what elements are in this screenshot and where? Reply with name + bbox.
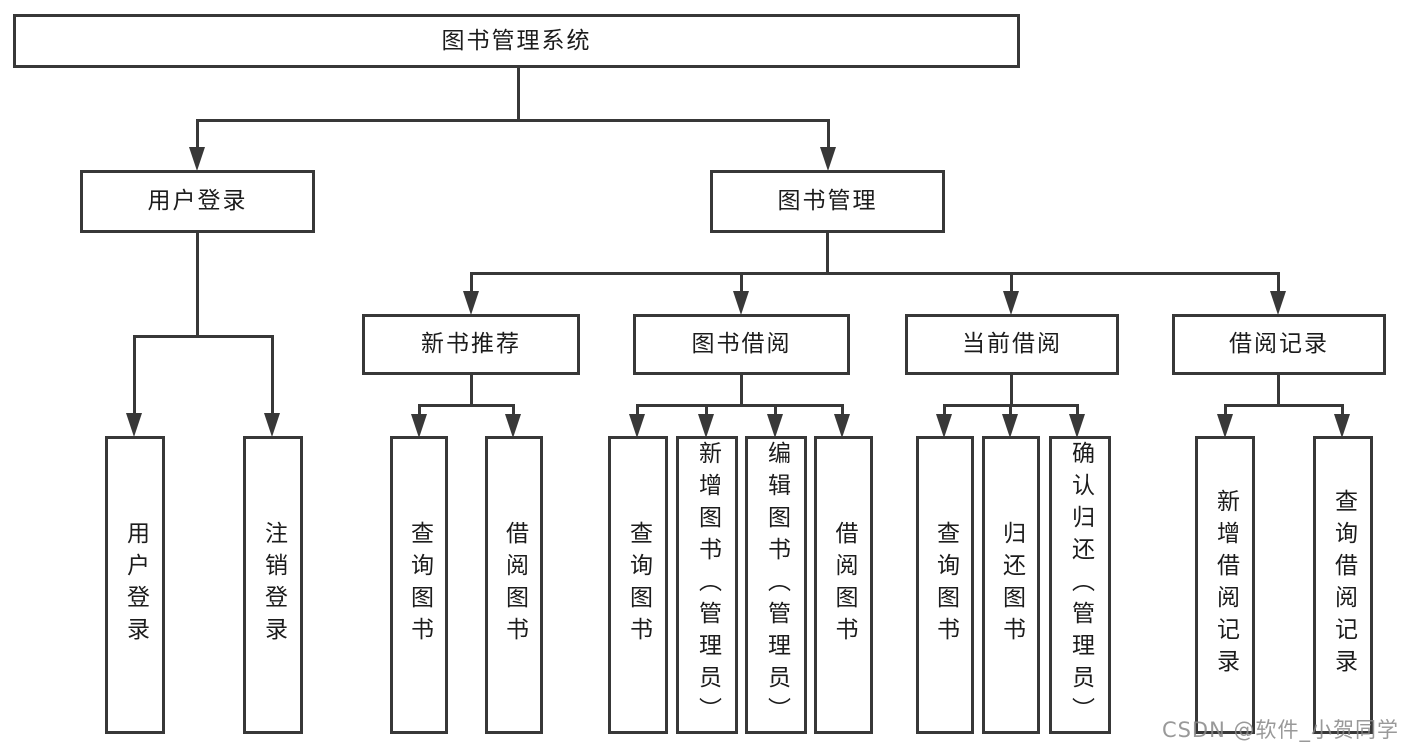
leaf-edit-book-admin: 编辑图书（管理员） xyxy=(745,436,807,734)
connector-line xyxy=(740,272,743,294)
connector-line xyxy=(196,119,830,122)
arrow-down-icon xyxy=(698,414,714,438)
connector-line xyxy=(705,404,708,418)
node-label: 新增图书（管理员） xyxy=(694,441,721,729)
node-book-management: 图书管理 xyxy=(710,170,945,233)
node-label: 归还图书 xyxy=(998,521,1025,649)
arrow-down-icon xyxy=(834,414,850,438)
node-label: 图书管理 xyxy=(777,188,878,214)
arrow-down-icon xyxy=(1334,414,1350,438)
node-label: 注销登录 xyxy=(260,521,287,649)
arrow-down-icon xyxy=(936,414,952,438)
node-current-borrowing: 当前借阅 xyxy=(905,314,1119,375)
connector-line xyxy=(196,119,199,151)
leaf-query-books-recommend: 查询图书 xyxy=(390,436,448,734)
node-label: 借阅图书 xyxy=(831,521,857,649)
connector-line xyxy=(196,233,199,338)
connector-line xyxy=(133,335,136,415)
connector-line xyxy=(1277,272,1280,294)
node-label: 借阅记录 xyxy=(1229,331,1329,357)
connector-line xyxy=(943,404,946,418)
leaf-return-books: 归还图书 xyxy=(982,436,1040,734)
arrow-down-icon xyxy=(767,414,783,438)
leaf-add-borrow-record: 新增借阅记录 xyxy=(1195,436,1255,734)
connector-line xyxy=(418,404,421,418)
connector-line xyxy=(418,404,515,407)
connector-line xyxy=(740,375,743,407)
connector-line xyxy=(517,66,520,119)
node-label: 编辑图书（管理员） xyxy=(763,441,790,729)
connector-line xyxy=(1277,375,1280,407)
arrow-down-icon xyxy=(463,291,479,315)
leaf-borrow-books-recommend: 借阅图书 xyxy=(485,436,543,734)
node-label: 确认归还（管理员） xyxy=(1067,441,1094,729)
leaf-logout-login: 注销登录 xyxy=(243,436,303,734)
node-borrowing-records: 借阅记录 xyxy=(1172,314,1386,375)
arrow-down-icon xyxy=(505,414,521,438)
connector-line xyxy=(1341,404,1344,418)
arrow-down-icon xyxy=(411,414,427,438)
connector-line xyxy=(271,335,274,415)
node-label: 查询借阅记录 xyxy=(1330,489,1357,681)
arrow-down-icon xyxy=(1270,291,1286,315)
node-user-login: 用户登录 xyxy=(80,170,315,233)
connector-line xyxy=(512,404,515,418)
connector-line xyxy=(841,404,844,418)
arrow-down-icon xyxy=(629,414,645,438)
connector-line xyxy=(826,233,829,275)
node-label: 借阅图书 xyxy=(501,521,528,649)
connector-line xyxy=(470,272,1280,275)
node-label: 新书推荐 xyxy=(421,331,521,357)
node-label: 查询图书 xyxy=(625,521,652,649)
connector-line xyxy=(470,375,473,407)
arrow-down-icon xyxy=(1069,414,1085,438)
arrow-down-icon xyxy=(264,413,280,437)
node-book-borrowing: 图书借阅 xyxy=(633,314,850,375)
connector-line xyxy=(1076,404,1079,418)
leaf-confirm-return-admin: 确认归还（管理员） xyxy=(1049,436,1111,734)
arrow-down-icon xyxy=(1003,291,1019,315)
node-label: 用户登录 xyxy=(147,188,248,214)
node-library-management-system: 图书管理系统 xyxy=(13,14,1020,68)
connector-line xyxy=(1224,404,1344,407)
connector-line xyxy=(133,335,274,338)
connector-line xyxy=(636,404,639,418)
node-label: 查询图书 xyxy=(406,521,433,649)
node-label: 图书借阅 xyxy=(691,331,792,357)
arrow-down-icon xyxy=(1217,414,1233,438)
arrow-down-icon xyxy=(189,147,205,171)
connector-line xyxy=(1010,375,1013,407)
leaf-user-login: 用户登录 xyxy=(105,436,165,734)
connector-line xyxy=(1224,404,1227,418)
arrow-down-icon xyxy=(733,291,749,315)
leaf-query-books-current: 查询图书 xyxy=(916,436,974,734)
leaf-add-book-admin: 新增图书（管理员） xyxy=(676,436,738,734)
csdn-watermark: CSDN @软件_小贺同学 xyxy=(1161,718,1399,742)
node-label: 新增借阅记录 xyxy=(1212,489,1239,681)
node-label: 当前借阅 xyxy=(962,331,1062,357)
leaf-query-books-borrowing: 查询图书 xyxy=(608,436,668,734)
connector-line xyxy=(636,404,844,407)
connector-line xyxy=(827,119,830,151)
node-new-book-recommend: 新书推荐 xyxy=(362,314,580,375)
leaf-query-borrow-record: 查询借阅记录 xyxy=(1313,436,1373,734)
connector-line xyxy=(470,272,473,294)
connector-line xyxy=(1010,272,1013,294)
arrow-down-icon xyxy=(820,147,836,171)
leaf-borrow-books-borrowing: 借阅图书 xyxy=(814,436,873,734)
arrow-down-icon xyxy=(126,413,142,437)
connector-line xyxy=(1009,404,1012,418)
node-label: 查询图书 xyxy=(932,521,959,649)
connector-line xyxy=(774,404,777,418)
node-label: 用户登录 xyxy=(122,521,149,649)
arrow-down-icon xyxy=(1002,414,1018,438)
node-label: 图书管理系统 xyxy=(441,27,592,54)
